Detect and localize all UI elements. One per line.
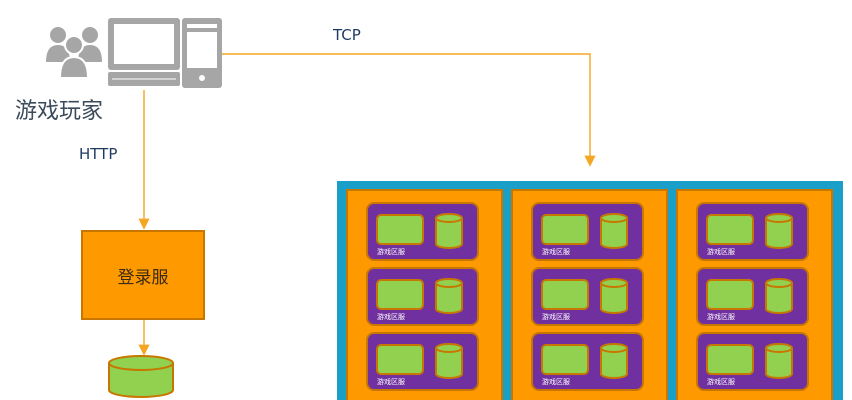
database-icon: [600, 213, 628, 249]
http-label: HTTP: [79, 145, 118, 163]
server-screen-icon: [376, 214, 424, 245]
tcp-label: TCP: [333, 26, 361, 44]
game-zone: [696, 202, 809, 261]
users-icon: [46, 27, 102, 79]
game-zone-label: 游戏区服: [542, 313, 570, 321]
server-screen-icon: [376, 344, 424, 375]
desktop-computer-icon: [108, 18, 222, 88]
game-zone-label: 游戏区服: [542, 378, 570, 386]
database-icon: [600, 278, 628, 314]
game-zone: [531, 267, 644, 326]
game-zone: [531, 202, 644, 261]
database-icon: [435, 343, 463, 379]
game-zone: [366, 202, 479, 261]
database-icon: [108, 355, 174, 398]
game-zone-label: 游戏区服: [377, 313, 405, 321]
game-zone-label: 游戏区服: [707, 248, 735, 256]
player-label: 游戏玩家: [15, 99, 104, 124]
game-zone: [696, 332, 809, 391]
game-zone: [696, 267, 809, 326]
game-zone-label: 游戏区服: [542, 248, 570, 256]
login-server-box: [81, 230, 205, 320]
database-icon: [435, 213, 463, 249]
database-icon: [765, 213, 793, 249]
server-screen-icon: [541, 214, 589, 245]
game-zone: [366, 267, 479, 326]
database-icon: [435, 278, 463, 314]
server-screen-icon: [706, 344, 754, 375]
server-screen-icon: [706, 214, 754, 245]
game-zone-label: 游戏区服: [707, 378, 735, 386]
tcp-connection-arrow: [222, 53, 596, 167]
server-screen-icon: [541, 279, 589, 310]
game-zone-label: 游戏区服: [377, 248, 405, 256]
database-icon: [600, 343, 628, 379]
game-zone: [531, 332, 644, 391]
game-zone-label: 游戏区服: [707, 313, 735, 321]
database-icon: [765, 278, 793, 314]
server-screen-icon: [706, 279, 754, 310]
database-icon: [765, 343, 793, 379]
game-zone: [366, 332, 479, 391]
login-server-label: 登录服: [117, 267, 169, 288]
game-zone-label: 游戏区服: [377, 378, 405, 386]
server-screen-icon: [541, 344, 589, 375]
server-screen-icon: [376, 279, 424, 310]
